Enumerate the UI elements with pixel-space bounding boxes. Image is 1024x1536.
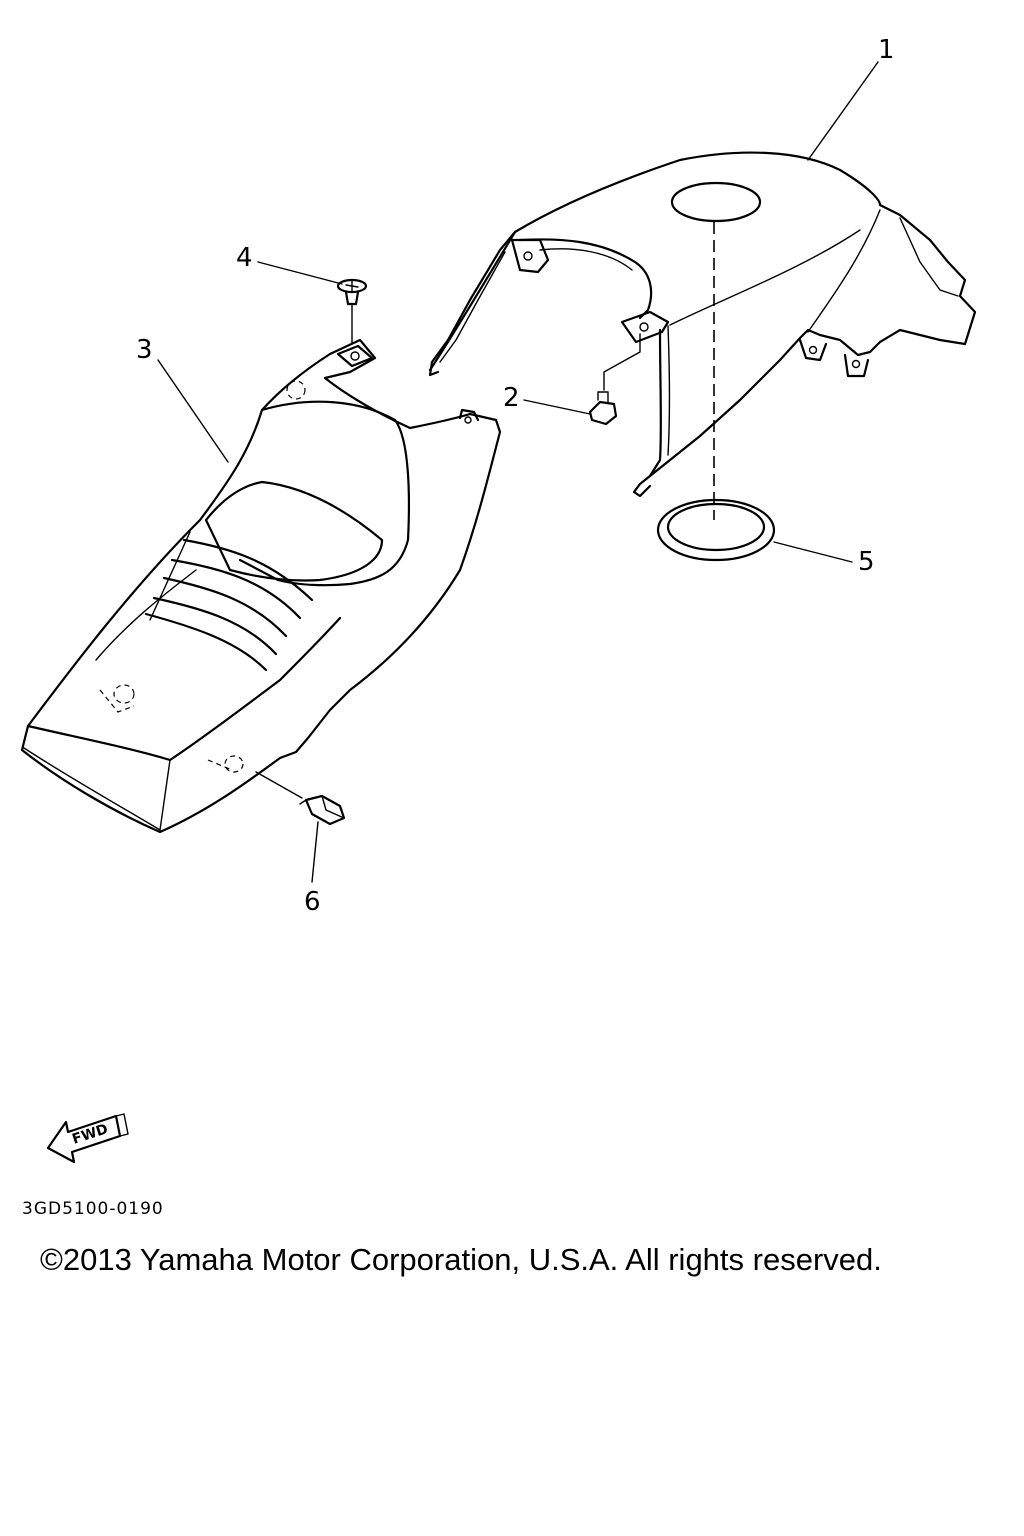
fwd-arrow-icon: FWD (46, 1113, 129, 1164)
callout-3: 3 (136, 335, 153, 365)
leader-2 (523, 399, 591, 415)
leader-1 (807, 61, 879, 161)
callout-6: 6 (304, 887, 321, 917)
callout-5: 5 (858, 547, 875, 577)
leader-4 (257, 261, 343, 285)
leader-6 (311, 821, 319, 883)
callout-1: 1 (878, 35, 895, 65)
leader-5 (773, 541, 853, 563)
callout-4: 4 (236, 243, 253, 273)
part-6-bolt (255, 771, 346, 826)
leader-lines (157, 61, 879, 883)
leader-3 (157, 359, 229, 463)
part-5-gasket-ring (656, 498, 776, 562)
part-1-front-cover (428, 151, 977, 498)
part-4-screw (336, 278, 368, 345)
copyright-notice: ©2013 Yamaha Motor Corporation, U.S.A. A… (40, 1242, 882, 1277)
diagram-code: 3GD5100-0190 (22, 1199, 164, 1219)
callout-2: 2 (503, 383, 520, 413)
part-2-clip-nut (588, 333, 641, 426)
part-3-rear-cover (20, 338, 502, 834)
fwd-label: FWD (70, 1121, 110, 1148)
